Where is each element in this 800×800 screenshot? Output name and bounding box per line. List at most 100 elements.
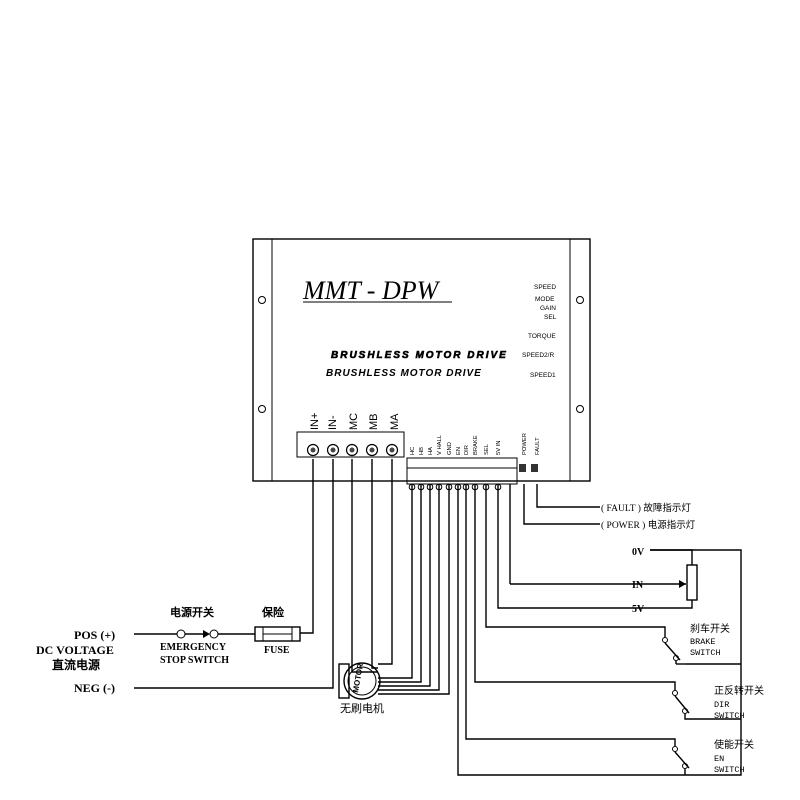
estop-arrow: [203, 630, 210, 638]
mount-hole: [576, 296, 584, 304]
motor-cn-label: 无刷电机: [340, 701, 384, 715]
power-terminal-block: [296, 431, 405, 458]
signal-terminal-label: EN: [456, 447, 462, 455]
mount-hole: [258, 405, 266, 413]
terminal-label-in-plus: IN+: [309, 413, 321, 430]
fault-led: [531, 464, 538, 472]
power-terminal-screw-head: [349, 447, 355, 453]
signal-terminal-block: [406, 457, 518, 485]
drive-subtitle-shadow: BRUSHLESS MOTOR DRIVE: [331, 350, 508, 361]
signal-terminal-label: HB: [419, 447, 425, 455]
label-torque: TORQUE: [528, 333, 556, 340]
pot-in-label: IN: [632, 580, 644, 591]
pot-wiper-arrow: [679, 580, 686, 588]
brake-switch-en1: BRAKE: [690, 637, 716, 647]
pot-resistor: [686, 564, 698, 601]
label-mode: MODE: [535, 296, 555, 303]
drive-outline: [252, 238, 591, 482]
led-leads: ( FAULT ) 故障指示灯 ( POWER ) 电源指示灯: [523, 484, 696, 531]
mount-hole: [258, 296, 266, 304]
wire-ma: [378, 459, 393, 665]
signal-terminal-label: GND: [447, 442, 453, 455]
wire-vhall: [378, 484, 440, 691]
motor-shaft-housing: [338, 663, 350, 699]
estop-label-1: EMERGENCY: [160, 642, 227, 653]
power-terminal-screws: [306, 443, 399, 457]
signal-terminal-label: 5V IN: [496, 441, 502, 456]
estop-label-2: STOP SWITCH: [160, 655, 229, 666]
brake-switch-cn: 刹车开关: [690, 622, 730, 635]
en-contact-top: [672, 746, 678, 752]
signal-terminal-label: HC: [410, 447, 416, 455]
pot-0v-label: 0V: [632, 547, 645, 558]
motor-inner-ring: [347, 666, 377, 696]
dir-switch-en1: DIR: [714, 700, 729, 710]
drive-model-title: MMT - DPW: [302, 276, 441, 305]
wire-mc: [351, 459, 378, 673]
dir-switch: 正反转开关 DIR SWITCH: [474, 484, 764, 721]
fuse-label: FUSE: [264, 645, 290, 656]
dir-switch-cn: 正反转开关: [714, 684, 764, 697]
power-led-label: ( POWER ) 电源指示灯: [601, 519, 696, 531]
brake-wire: [485, 484, 666, 637]
brake-switch: 刹车开关 BRAKE SWITCH: [485, 484, 730, 665]
pot-bottom-lead: [650, 600, 693, 609]
dir-switch-lever: [674, 695, 690, 714]
power-led: [519, 464, 526, 472]
label-speed: SPEED: [534, 284, 556, 291]
terminal-label-in-minus: IN-: [327, 415, 339, 430]
label-speed1: SPEED1: [530, 372, 556, 379]
signal-terminal-label: POWER: [522, 433, 528, 455]
label-sel: SEL: [544, 314, 557, 321]
drive-subtitle: BRUSHLESS MOTOR DRIVE: [326, 368, 482, 379]
pot-top-lead: [650, 549, 693, 565]
ground-bus-upper: [650, 549, 742, 664]
neg-label: NEG (-): [74, 681, 115, 695]
dir-switch-en2: SWITCH: [714, 711, 745, 721]
signal-terminal-screws: [408, 483, 502, 491]
en-switch: 使能开关 EN SWITCH: [465, 484, 754, 775]
dc-voltage-label: DC VOLTAGE: [36, 643, 114, 657]
mount-hole: [576, 405, 584, 413]
power-led-lead: [523, 484, 600, 525]
signal-terminal-label: BRAKE: [473, 435, 479, 455]
terminal-label-ma: MA: [389, 413, 401, 430]
wire-ha: [378, 484, 431, 687]
en-switch-lever: [674, 751, 690, 769]
wire-5v: [497, 484, 650, 609]
estop-cn-label: 电源开关: [170, 605, 214, 619]
fault-led-label: ( FAULT ) 故障指示灯: [601, 502, 691, 514]
fuse-cn-label: 保险: [261, 605, 285, 619]
dir-wire: [474, 484, 676, 690]
wire-in-minus: [134, 459, 334, 689]
en-switch-cn: 使能开关: [714, 738, 754, 751]
pot-5v-label: 5V: [632, 604, 645, 615]
wire-gnd-hall: [378, 484, 450, 695]
drive-unit: MMT - DPW BRUSHLESS MOTOR DRIVE BRUSHLES…: [252, 238, 591, 491]
fault-led-lead: [536, 484, 600, 508]
estop-contact-right: [209, 629, 219, 639]
motor-wiring: MOTOR 无刷电机: [338, 459, 450, 715]
fuse-body: [254, 626, 301, 642]
brake-switch-en2: SWITCH: [690, 648, 721, 658]
estop-contact-left: [176, 629, 186, 639]
label-gain: GAIN: [540, 305, 556, 312]
power-terminal-screw-head: [310, 447, 316, 453]
power-terminal-screw-head: [330, 447, 336, 453]
terminal-label-mc: MC: [348, 413, 360, 430]
signal-terminal-label: V HALL: [437, 434, 443, 455]
dir-contact-top: [672, 690, 678, 696]
wire-in-plus: [300, 459, 314, 634]
wire-hb: [378, 484, 422, 683]
motor-body: [343, 662, 381, 700]
power-terminal-screw-head: [369, 447, 375, 453]
power-terminal-labels: IN+ IN- MC MB MA: [309, 413, 401, 430]
signal-terminal-label: HA: [428, 447, 434, 455]
en-switch-en2: SWITCH: [714, 765, 745, 775]
en-switch-en1: EN: [714, 754, 724, 764]
power-terminal-screw-head: [389, 447, 395, 453]
terminal-label-mb: MB: [368, 414, 380, 431]
power-input-circuit: POS (+) DC VOLTAGE 直流电源 NEG (-) 电源开关 EME…: [36, 459, 334, 695]
